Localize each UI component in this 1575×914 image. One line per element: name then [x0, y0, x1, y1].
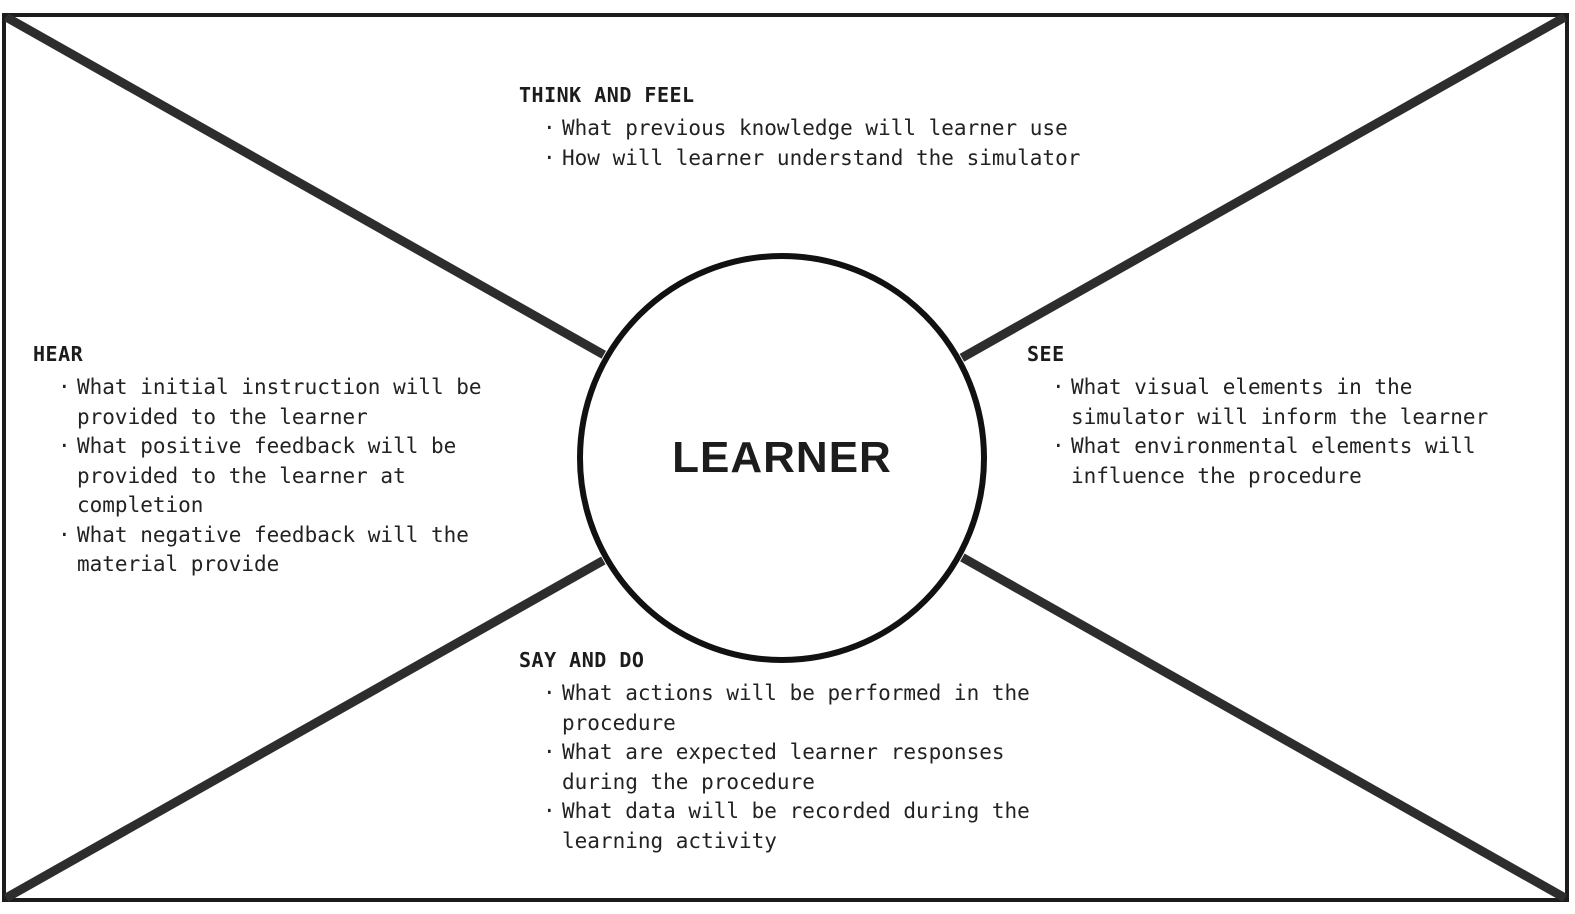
list-item: · What negative feedback will the materi… — [58, 521, 533, 580]
bullet-icon: · — [543, 799, 556, 823]
list-item: · How will learner understand the simula… — [543, 144, 1159, 174]
list-item-text: What visual elements in the simulator wi… — [1071, 375, 1489, 429]
quadrant-say-and-do: SAY AND DO · What actions will be perfor… — [519, 650, 1089, 856]
list-item-text: What are expected learner responses duri… — [562, 740, 1005, 794]
quadrant-list-say-and-do: · What actions will be performed in the … — [519, 679, 1089, 856]
quadrant-list-think-and-feel: · What previous knowledge will learner u… — [519, 114, 1159, 173]
quadrant-think-and-feel: THINK AND FEEL · What previous knowledge… — [519, 85, 1159, 173]
list-item-text: What previous knowledge will learner use — [562, 116, 1068, 140]
bullet-icon: · — [543, 681, 556, 705]
outer-border — [2, 13, 1569, 902]
list-item-text: What positive feedback will be provided … — [77, 434, 457, 517]
list-item: · What initial instruction will be provi… — [58, 373, 533, 432]
quadrant-see: SEE · What visual elements in the simula… — [1027, 344, 1527, 491]
list-item-text: What initial instruction will be provide… — [77, 375, 482, 429]
bullet-icon: · — [1052, 375, 1065, 399]
list-item: · What actions will be performed in the … — [543, 679, 1089, 738]
list-item: · What data will be recorded during the … — [543, 797, 1089, 856]
quadrant-title-see: SEE — [1027, 342, 1065, 366]
list-item: · What positive feedback will be provide… — [58, 432, 533, 521]
quadrant-title-think-and-feel: THINK AND FEEL — [519, 83, 695, 107]
bullet-icon: · — [58, 434, 71, 458]
quadrant-title-hear: HEAR — [33, 342, 84, 366]
bullet-icon: · — [58, 375, 71, 399]
list-item: · What visual elements in the simulator … — [1052, 373, 1527, 432]
bullet-icon: · — [543, 145, 556, 170]
list-item-text: What negative feedback will the material… — [77, 522, 469, 577]
quadrant-list-hear: · What initial instruction will be provi… — [33, 373, 533, 580]
bullet-icon: · — [543, 116, 556, 140]
quadrant-title-say-and-do: SAY AND DO — [519, 648, 645, 672]
quadrant-list-see: · What visual elements in the simulator … — [1027, 373, 1527, 491]
center-label: LEARNER — [672, 433, 892, 482]
list-item-text: How will learner understand the simulato… — [562, 145, 1081, 170]
bullet-icon: · — [58, 522, 71, 547]
list-item-text: What environmental elements will influen… — [1071, 434, 1476, 488]
bullet-icon: · — [1052, 434, 1065, 458]
bullet-icon: · — [543, 740, 556, 764]
center-circle: LEARNER — [577, 253, 987, 663]
list-item: · What are expected learner responses du… — [543, 738, 1089, 797]
list-item-text: What actions will be performed in the pr… — [562, 681, 1030, 735]
list-item-text: What data will be recorded during the le… — [562, 799, 1030, 853]
list-item: · What environmental elements will influ… — [1052, 432, 1527, 491]
list-item: · What previous knowledge will learner u… — [543, 114, 1159, 144]
quadrant-hear: HEAR · What initial instruction will be … — [33, 344, 533, 580]
